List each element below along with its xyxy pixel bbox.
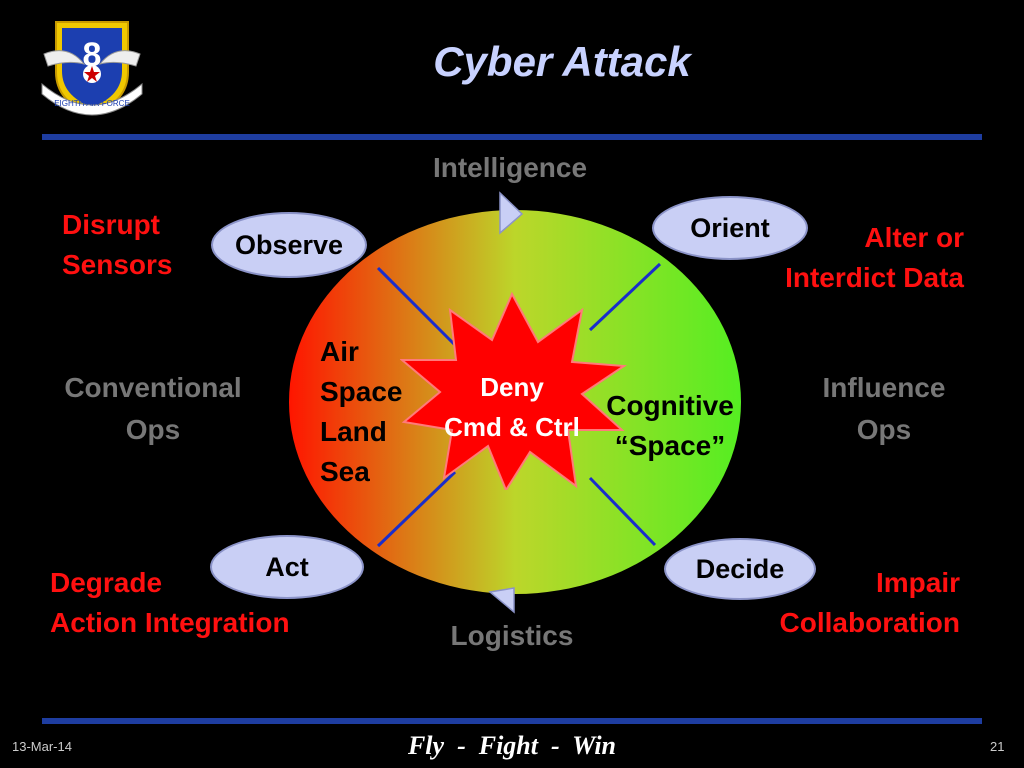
quadrant-line-se bbox=[588, 476, 657, 547]
top-divider bbox=[42, 134, 982, 140]
logistics-label: Logistics bbox=[450, 620, 574, 651]
domain-cognitive: Cognitive bbox=[606, 390, 734, 421]
bottom-divider bbox=[42, 718, 982, 724]
domain-list-left: Air Space Land Sea bbox=[320, 332, 403, 492]
influence-ops-label: Influence Ops bbox=[788, 367, 980, 451]
effect-alter-data: Alter or Interdict Data bbox=[700, 218, 964, 298]
domain-space: Space bbox=[320, 376, 403, 407]
intelligence-label: Intelligence bbox=[432, 152, 588, 183]
footer-motto: Fly - Fight - Win bbox=[407, 731, 617, 760]
footer-date: 13-Mar-14 bbox=[12, 739, 72, 754]
effect-impair-collab: Impair Collaboration bbox=[700, 563, 960, 643]
domain-cognitive-space: “Space” bbox=[614, 430, 726, 461]
eighth-air-force-logo: 8 EIGHTH AIR FORCE bbox=[41, 21, 143, 116]
decide-bubble: Decide bbox=[664, 538, 816, 600]
effect-impair-line-1: Impair bbox=[875, 567, 960, 598]
orient-bubble: Orient bbox=[652, 196, 808, 260]
slide-title: Cyber Attack bbox=[433, 38, 691, 85]
act-bubble: Act bbox=[210, 535, 364, 599]
effect-disrupt-line-2: Sensors bbox=[62, 249, 173, 280]
effect-disrupt-sensors: Disrupt Sensors bbox=[62, 205, 173, 285]
deny-c2-burst: Deny Cmd & Ctrl bbox=[400, 291, 627, 490]
flow-arrow-bottom-icon bbox=[488, 587, 515, 614]
effect-degrade-line-1: Degrade bbox=[50, 567, 163, 598]
influence-line-2: Ops bbox=[856, 414, 912, 445]
effect-degrade-line-2: Action Integration bbox=[50, 607, 290, 638]
domain-air: Air bbox=[320, 336, 359, 367]
domain-list-right: Cognitive “Space” bbox=[580, 386, 760, 466]
slide-number: 21 bbox=[990, 739, 1005, 754]
burst-line-1: Deny bbox=[480, 372, 544, 402]
logo-numeral: 8 bbox=[83, 36, 102, 74]
logo-ring-text: EIGHTH AIR FORCE bbox=[54, 99, 130, 108]
flow-arrow-top-icon bbox=[499, 191, 524, 235]
observe-bubble: Observe bbox=[211, 212, 367, 278]
conventional-ops-label: Conventional Ops bbox=[34, 367, 272, 451]
conventional-line-1: Conventional bbox=[64, 372, 242, 403]
domain-land: Land bbox=[320, 416, 387, 447]
quadrant-line-sw bbox=[376, 470, 457, 548]
influence-line-1: Influence bbox=[822, 372, 946, 403]
quadrant-line-nw bbox=[376, 266, 457, 347]
domain-sea: Sea bbox=[320, 456, 370, 487]
quadrant-line-ne bbox=[588, 262, 662, 332]
effect-alter-line-1: Alter or bbox=[864, 222, 964, 253]
burst-line-2: Cmd & Ctrl bbox=[444, 412, 580, 442]
effect-impair-line-2: Collaboration bbox=[779, 607, 960, 638]
conventional-line-2: Ops bbox=[125, 414, 181, 445]
effect-alter-line-2: Interdict Data bbox=[785, 262, 964, 293]
effect-degrade-action: Degrade Action Integration bbox=[50, 563, 290, 643]
effect-disrupt-line-1: Disrupt bbox=[62, 209, 160, 240]
